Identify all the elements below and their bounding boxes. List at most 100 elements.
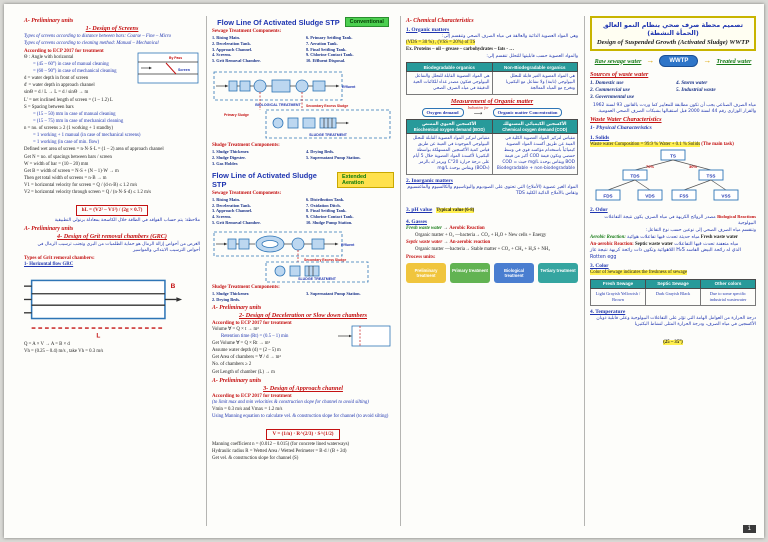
aerobic-equation: Organic matter + O₂ —bacteria→ CO₂ + H₂O… <box>415 232 547 238</box>
organic-concentration-box: Organic matter Concentration <box>492 107 563 117</box>
secondary-sludge-label: Secondary Excess Sludge <box>304 258 346 262</box>
component-item: 2. Deceleration Tank. <box>212 40 251 46</box>
effluent-label: Effluent <box>341 243 355 247</box>
grc-tank-outline <box>30 279 166 320</box>
sludge-component-item: 4. Drying Beds. <box>306 149 335 155</box>
non-biodegradable-header: Non-Biodegradable organics <box>491 62 578 73</box>
flow-line-title: Flow Line of Activated Sludge STP <box>212 170 317 189</box>
title-english: Design of Suspended Growth (Activated Sl… <box>596 39 750 46</box>
cod-header: الأكسجين الكيميائي المستهلك Chemical oxy… <box>491 119 578 135</box>
conventional-badge: Conventional <box>344 17 389 27</box>
sludge-component-item: 3. Gas Holder. <box>212 161 239 167</box>
screen-plan-diagram: By Pass Screen <box>136 49 200 89</box>
sludge-components-list: 1. Sludge Thickener.2. Drying Beds.3. Su… <box>212 291 394 303</box>
bernoulli-note-arabic: ملاحظة: يتم حساب الفواقد في الطاقة خلال … <box>54 218 200 224</box>
velocity-1: V1 = horizontal velocity for screen = Q … <box>24 183 138 188</box>
screens-design-heading: 1- Design of Screens <box>85 25 139 32</box>
indication-arrow: Indication for ⟶ <box>467 106 489 118</box>
solids-tree-diagram: TS 70% 30% TDS TSS FDS VDS FSS VSS <box>595 149 739 201</box>
approach-channel-heading: 3- Design of Approach channel <box>263 384 343 392</box>
process-unit-box: Biological treatment <box>494 262 534 284</box>
get-volume: Get Volume ∀ = Q × Rt → m³ <box>212 341 270 346</box>
column-screens-design: A- Preliminary units 1- Design of Screen… <box>24 16 200 357</box>
sludge-treatment-label: SLUDGE TREATMENT <box>298 277 337 281</box>
length-equation: sinΘ = d / L → L = d / sinΘ → m <box>24 90 89 96</box>
sludge-component-item: 2. Sludge Digester. <box>212 155 246 161</box>
organic-arabic-2: والمواد العضوية حسب قابليتها للتحلل تنقس… <box>486 54 578 60</box>
screen-types-line: Types of screens according to cleaning m… <box>24 41 159 47</box>
inorganic-matters-heading: 2. Inorganic matters <box>406 178 453 185</box>
tds-node: TDS <box>630 174 639 179</box>
screens-count-min: = 1 working (in case of min. flow) <box>33 140 100 146</box>
component-item: 9. Chlorine Contact Tank. <box>306 214 354 220</box>
ecp-note: According to ECP 2017 for treatment <box>212 393 292 399</box>
extended-aeration-flow-diagram: Effluent Secondary Excess Sludge SLUDGE … <box>213 231 369 283</box>
oxygen-demand-flow: Oxygen demand Indication for ⟶ Organic m… <box>406 107 578 117</box>
sludge-components-list: 1. Sludge Thickener.2. Sludge Digester.3… <box>212 149 394 166</box>
component-item: 2. Deceleration Tank. <box>212 202 251 208</box>
odor-types-line: وتنقسم مياه الصرف الصحي إلى نوعين حسب نو… <box>646 228 756 234</box>
grc-design-heading: 4- Design of Grit removal chambers (GRC) <box>57 233 167 241</box>
column-divider <box>400 16 401 526</box>
component-item: 6. Distribution Tank. <box>306 196 345 202</box>
odor-source-line: Biological Reactions مصدر الروائح الكريه… <box>604 214 756 227</box>
document-page: A- Preliminary units 1- Design of Screen… <box>4 4 764 538</box>
treated-water-label: Treated water <box>716 57 752 65</box>
spacing-definition: S = Spacing between bars <box>24 104 74 110</box>
temperature-arabic: درجة الحرارة من العوامل الهامة التي تؤثر… <box>596 315 756 327</box>
depth2-definition: d' = water depth in approach channel <box>24 83 95 89</box>
screens-count: n = no. of screens ≥ 2 (1 working + 1 st… <box>24 126 114 131</box>
composition-line: Waste water Composition = 99.9 % Water +… <box>590 141 734 147</box>
sludge-component-item: 3. Supernatant Pump Station. <box>306 291 361 297</box>
sludge-component-item: 1. Sludge Thickener. <box>212 149 250 155</box>
sludge-components-label: Sludge Treatment Components: <box>212 285 280 291</box>
manning-coefficient: Manning coefficient n = (0.012 – 0.015) … <box>212 442 350 448</box>
page-number-badge: 1 <box>742 525 756 533</box>
source-item: 3. Governmental use <box>590 94 635 101</box>
gasses-heading: 4. Gasses <box>406 218 427 225</box>
wet-area-rule: Defined wet area of screen = n·N·S·L = (… <box>24 147 164 153</box>
fresh-aerobic-line: Fresh waste water → Aerobic Reaction <box>406 225 485 231</box>
right-arrow-icon: → <box>646 56 655 65</box>
head-loss-formula-wrap: hL = (V2² – V1²) / (2g × 0.7) <box>24 198 200 216</box>
grc-equation-2: Vh = (0.25 – 0.4) m/s , take Vh = 0.3 m/… <box>24 349 104 355</box>
color-table-header: Septic Sewage <box>645 278 701 289</box>
head-loss-formula: hL = (V2² – V1²) / (2g × 0.7) <box>75 204 149 216</box>
component-item: 8. Final Settling Tank. <box>306 208 347 214</box>
vds-node: VDS <box>645 194 654 199</box>
sludge-component-item: 5. Supernatant Pump Station. <box>306 155 361 161</box>
measurement-heading: Measurement of Organic matter <box>450 98 534 106</box>
color-table-cell: Light Grayish Yellowish / Brown <box>590 287 646 306</box>
anaerobic-equation: Organic matter —bacteria→ Stable matter … <box>415 246 550 252</box>
component-item: 9. Chlorine Contact Tank. <box>306 52 354 58</box>
screens-count-mech: = 1 working + 1 manual (in case of mecha… <box>33 133 141 139</box>
bypass-label: By Pass <box>169 56 182 60</box>
color-table-header: Fresh Sewage <box>590 278 646 289</box>
sludge-component-item: 2. Drying Beds. <box>212 297 241 303</box>
screen-label: Screen <box>178 68 190 72</box>
get-screen-width: Get B = width of screen = N·S + (N – 1)·… <box>24 168 119 174</box>
flow-line-title: Flow Line Of Activated Sludge STP <box>217 17 340 27</box>
chamber-count: No. of chambers ≥ 2 <box>212 362 252 368</box>
theta-mechanical: = (60 – 90°) in case of mechanical clean… <box>33 69 117 74</box>
ph-heading: 3. pH value <box>406 207 433 214</box>
component-item: 7. Aeration Tank. <box>306 40 338 46</box>
ph-typical-value: Typical value (6-8) <box>436 208 475 214</box>
manning-formula: V = (1/n) · R^(2/3) · S^(1/2) <box>266 428 340 440</box>
vds-vss-values: (VDS = 30 %) , (VSS = 20%) of TS <box>406 40 476 46</box>
assume-depth: Assume water depth (d) = (2 – 5) m <box>212 348 281 354</box>
temperature-range-wrap: (25 – 35°) <box>590 330 756 348</box>
grc-length-label: L <box>96 332 100 339</box>
fds-node: FDS <box>603 194 612 199</box>
component-item: 10. Effluent Disposal. <box>306 58 346 64</box>
tss-percent: 30% <box>689 164 697 169</box>
fss-node: FSS <box>680 194 689 199</box>
odor-heading: 2. Odor <box>590 207 608 214</box>
effluent-label: Effluent <box>342 85 356 89</box>
column-divider <box>206 16 207 526</box>
bod-cod-table: الأكسجين الحيوي الممتص Biochemical oxyge… <box>406 119 578 176</box>
septic-anaerobic-line: Septic waste water → An-aerobic reaction <box>406 239 491 245</box>
get-spacings: Get N = no. of spacings between bars / s… <box>24 154 112 160</box>
primary-sludge-label: Primary Sludge <box>224 113 249 117</box>
biodegradable-table: Biodegradable organics Non-Biodegradable… <box>406 62 578 96</box>
